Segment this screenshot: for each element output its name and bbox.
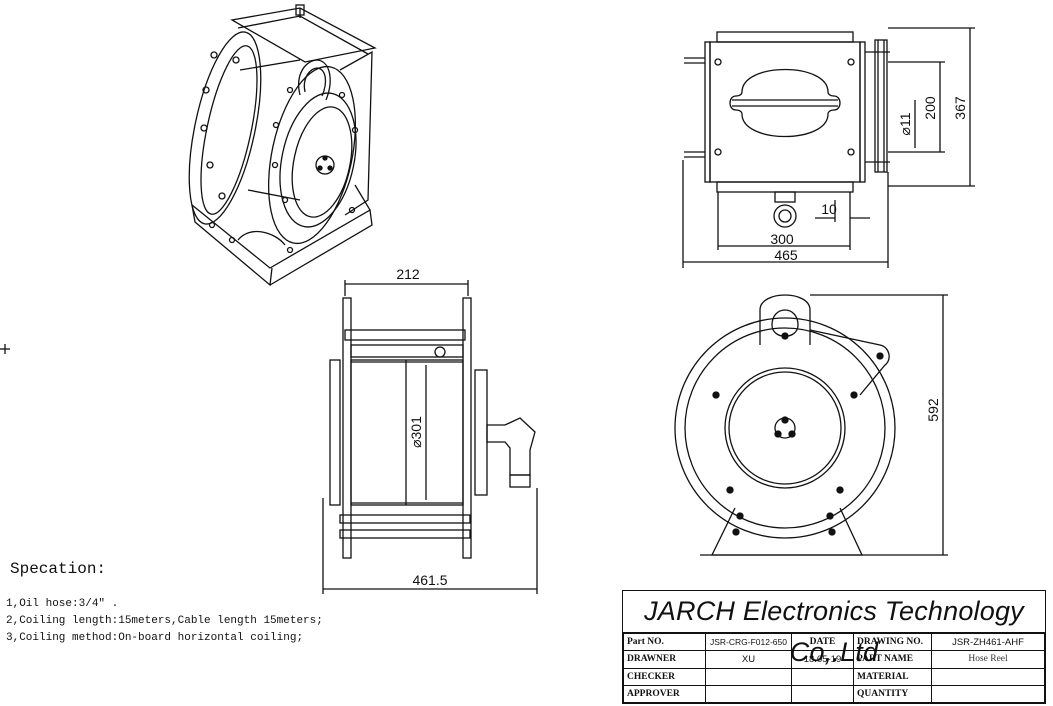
cell-part-name: Hose Reel	[931, 650, 1045, 669]
cell-label: QUANTITY	[853, 684, 932, 704]
dim-300: 300	[770, 231, 794, 247]
dim-200: 200	[922, 96, 938, 120]
cell-drawner: XU	[705, 650, 792, 669]
dim-10: 10	[821, 201, 837, 217]
cell-empty	[931, 684, 1045, 704]
cell-label: CHECKER	[623, 667, 706, 686]
top-view	[682, 27, 975, 268]
cell-drawing-no: JSR-ZH461-AHF	[931, 632, 1045, 652]
dim-465: 465	[774, 247, 798, 263]
spec-item: 3,Coiling method:On-board horizontal coi…	[6, 632, 304, 644]
dim-212: 212	[396, 266, 420, 282]
side-view	[674, 294, 948, 556]
title-block-table: Part NO. JSR-CRG-F012-650 DATE DRAWING N…	[623, 632, 1045, 704]
cell-empty	[705, 684, 792, 704]
isometric-view	[188, 4, 377, 287]
spec-item: 2,Coiling length:15meters,Cable length 1…	[6, 615, 323, 627]
front-view	[0, 280, 538, 594]
cell-empty	[705, 667, 792, 686]
cell-part-no: JSR-CRG-F012-650	[705, 632, 792, 652]
table-row: APPROVER QUANTITY	[623, 684, 1045, 704]
dim-461-5: 461.5	[412, 572, 447, 588]
cell-empty	[791, 684, 854, 704]
spec-list: 1,Oil hose:3/4" . 2,Coiling length:15met…	[6, 596, 323, 647]
cell-label: Part NO.	[623, 632, 706, 652]
spec-title: Specation:	[10, 560, 107, 578]
spec-item: 1,Oil hose:3/4" .	[6, 598, 119, 610]
cell-label: APPROVER	[623, 684, 706, 704]
cell-empty	[931, 667, 1045, 686]
dim-drum-301: ⌀301	[408, 416, 424, 448]
dim-hole-11: ⌀11	[897, 112, 913, 135]
company-name: JARCH Electronics Technology Co,.Ltd	[623, 591, 1045, 667]
dim-592: 592	[925, 398, 941, 422]
dim-367: 367	[952, 96, 968, 120]
title-block: JARCH Electronics Technology Co,.Ltd Par…	[622, 590, 1046, 704]
cell-label: DRAWNER	[623, 650, 706, 669]
